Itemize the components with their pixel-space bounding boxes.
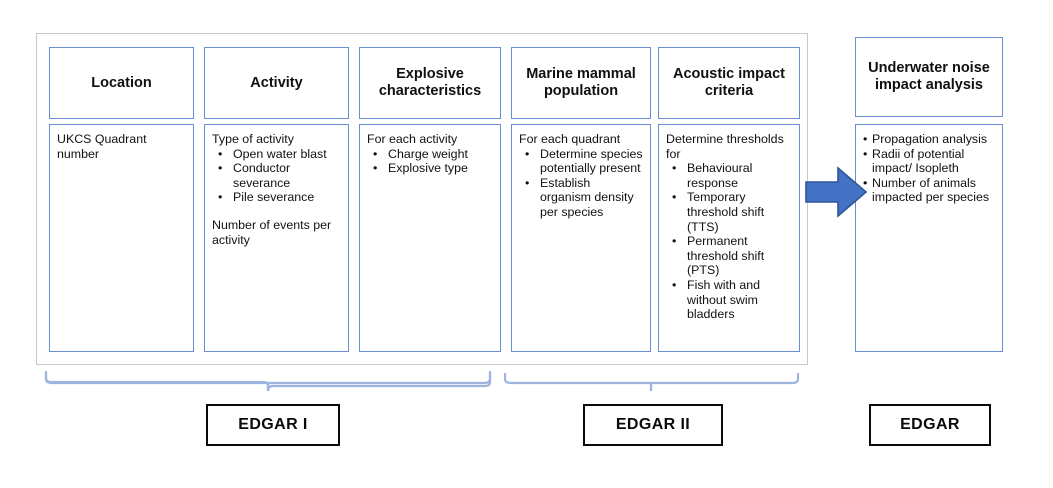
- header-box-marine-mammal-population: Marine mammal population: [511, 47, 651, 119]
- header-label-underwater-noise-impact-analysis: Underwater noise impact analysis: [868, 60, 990, 93]
- body-bullet-list-explosive-characteristics: Charge weight Explosive type: [367, 147, 494, 176]
- stage-label-edgar-3[interactable]: EDGAR: [869, 404, 991, 446]
- body-box-activity: Type of activity Open water blast Conduc…: [204, 124, 349, 352]
- list-item: Number of animals impacted per species: [863, 176, 996, 205]
- spacer: [212, 205, 342, 218]
- body-box-marine-mammal-population: For each quadrant Determine species pote…: [511, 124, 651, 352]
- header-label-activity: Activity: [250, 74, 303, 91]
- header-box-explosive-characteristics: Explosive characteristics: [359, 47, 501, 119]
- list-item: Establish organism density per species: [519, 176, 644, 220]
- body-box-explosive-characteristics: For each activity Charge weight Explosiv…: [359, 124, 501, 352]
- body-lead-activity: Type of activity: [212, 132, 294, 146]
- header-box-acoustic-impact-criteria: Acoustic impact criteria: [658, 47, 800, 119]
- flow-arrow-right-icon: [805, 166, 868, 218]
- header-box-activity: Activity: [204, 47, 349, 119]
- list-item: Radii of potential impact/ Isopleth: [863, 147, 996, 176]
- list-item: Charge weight: [367, 147, 494, 162]
- body-box-acoustic-impact-criteria: Determine thresholds for Behavioural res…: [658, 124, 800, 352]
- header-label-acoustic-impact-criteria: Acoustic impact criteria: [673, 66, 785, 99]
- list-item: Propagation analysis: [863, 132, 996, 147]
- list-item: Fish with and without swim bladders: [666, 278, 793, 322]
- body-lead-location: UKCS Quadrant number: [57, 132, 147, 161]
- list-item: Behavioural response: [666, 161, 793, 190]
- list-item: Conductor severance: [212, 161, 342, 190]
- body-lead2-activity: Number of events per activity: [212, 217, 332, 247]
- list-item: Permanent threshold shift (PTS): [666, 234, 793, 278]
- header-label-marine-mammal-population: Marine mammal population: [526, 66, 636, 99]
- list-item: Open water blast: [212, 147, 342, 162]
- header-label-explosive-characteristics: Explosive characteristics: [378, 66, 482, 99]
- body-bullet-list-activity: Open water blast Conductor severance Pil…: [212, 147, 342, 205]
- body-box-underwater-noise-impact-analysis: Propagation analysis Radii of potential …: [855, 124, 1003, 352]
- body-bullet-list-acoustic-impact-criteria: Behavioural response Temporary threshold…: [666, 161, 793, 322]
- body-lead-acoustic-impact-criteria: Determine thresholds for: [666, 132, 784, 161]
- header-box-underwater-noise-impact-analysis: Underwater noise impact analysis: [855, 37, 1003, 117]
- list-item: Pile severance: [212, 190, 342, 205]
- body-lead-explosive-characteristics: For each activity: [367, 132, 458, 146]
- stage-label-edgar-2[interactable]: EDGAR II: [583, 404, 723, 446]
- list-item: Determine species potentially present: [519, 147, 644, 176]
- stage-label-text: EDGAR: [900, 416, 960, 433]
- list-item: Explosive type: [367, 161, 494, 176]
- stage-label-edgar-1[interactable]: EDGAR I: [206, 404, 340, 446]
- brace-edgar-1: [44, 370, 492, 392]
- stage-label-text: EDGAR I: [238, 416, 308, 433]
- body-bullet-list-underwater-noise-impact-analysis: Propagation analysis Radii of potential …: [863, 132, 996, 205]
- body-bullet-list-marine-mammal-population: Determine species potentially present Es…: [519, 147, 644, 220]
- stage-label-text: EDGAR II: [615, 416, 691, 433]
- body-box-location: UKCS Quadrant number: [49, 124, 194, 352]
- list-item: Temporary threshold shift (TTS): [666, 190, 793, 234]
- header-box-location: Location: [49, 47, 194, 119]
- body-lead-marine-mammal-population: For each quadrant: [519, 132, 621, 146]
- brace-edgar-2: [503, 370, 800, 392]
- header-label-location: Location: [91, 74, 152, 91]
